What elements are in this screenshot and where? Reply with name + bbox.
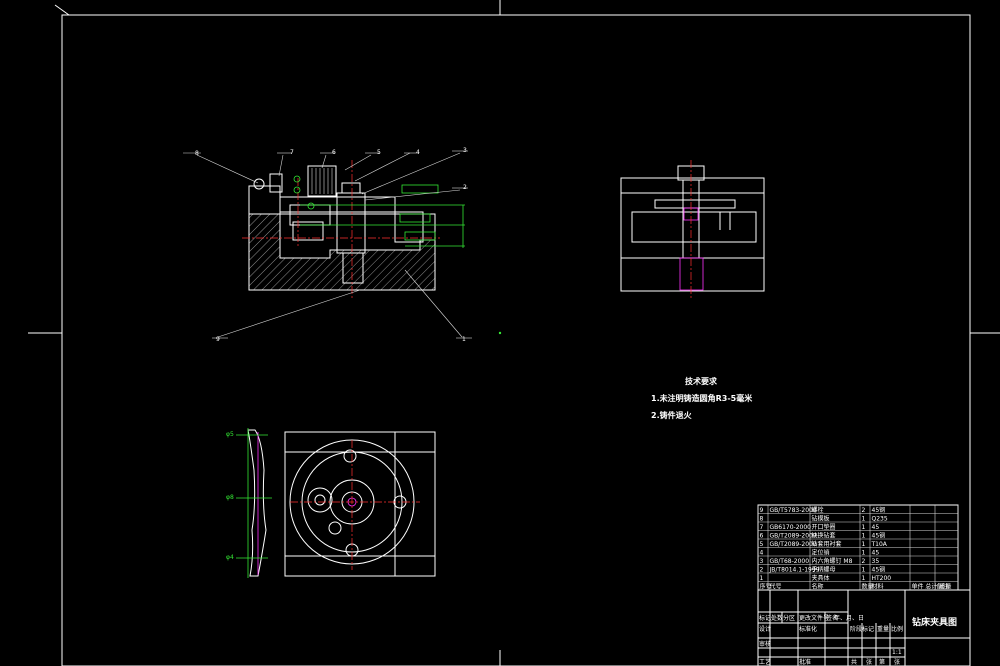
- bom-cell-qty: 1: [862, 533, 866, 540]
- bom-cell-code: GB/T2089-2000: [770, 533, 817, 540]
- title-block: 钻床夹具图 标记 处数 分区 更改文件号 签名 年、月、日 设计 标准化 审核 …: [757, 589, 971, 666]
- tb-label-date: 年、月、日: [834, 614, 864, 622]
- bom-cell-mat: 45钢: [872, 532, 886, 540]
- bom-cell-no: 8: [760, 516, 764, 523]
- bom-cell-qty: 1: [862, 516, 866, 523]
- bom-cell-no: 6: [760, 533, 764, 540]
- bom-cell-qty: 1: [862, 567, 866, 574]
- bom-cell-name: 钻套用衬套: [812, 540, 842, 548]
- tb-label-count: 处数: [771, 614, 783, 622]
- tb-row-approve: 批准: [799, 658, 811, 666]
- bom-cell-no: 3: [760, 558, 764, 565]
- bom-cell-name: 开口垫圈: [812, 523, 836, 531]
- bom-cell-qty: 1: [862, 575, 866, 582]
- tb-sheet-unit-2: 张: [894, 658, 900, 666]
- tb-row-process: 工艺: [759, 658, 771, 666]
- bom-cell-qty: 2: [862, 507, 866, 514]
- bom-cell-qty: 2: [862, 558, 866, 565]
- balloon-3: 3: [463, 147, 467, 154]
- dim-phi-8: φ8: [226, 494, 234, 501]
- bom-cell-no: 2: [760, 567, 764, 574]
- balloon-5: 5: [377, 149, 381, 156]
- balloon-1: 1: [462, 336, 466, 343]
- sheet-frame: [28, 0, 1000, 666]
- bom-header-name: 名称: [812, 583, 824, 591]
- bom-cell-mat: Q235: [872, 516, 888, 523]
- bom-cell-code: GB/T68-2000: [770, 558, 810, 565]
- tb-row-review: 审核: [759, 640, 771, 648]
- bom-cell-no: 9: [760, 507, 764, 514]
- bom-cell-name: 螺栓: [812, 506, 824, 514]
- tech-notes-heading: 技术要求: [685, 376, 718, 386]
- bom-header-wt: 单件 总计 重量: [912, 583, 952, 591]
- bom-cell-name: 手柄螺母: [812, 566, 836, 574]
- bom-cell-name: 钻模板: [812, 515, 830, 523]
- tech-note-1: 1.未注明铸造圆角R3-5毫米: [651, 393, 753, 403]
- bom-cell-qty: 1: [862, 524, 866, 531]
- bom-cell-code: GB6170-2000: [770, 524, 812, 531]
- tb-sheet-no: 第: [879, 658, 885, 666]
- balloon-6: 6: [332, 149, 336, 156]
- bom-cell-name: 内六角螺钉 M8: [812, 557, 853, 565]
- tb-label-zone: 分区: [783, 614, 795, 622]
- bom-cell-mat: 45钢: [872, 566, 886, 574]
- bom-cell-code: JB/T8014.1-1999: [769, 567, 820, 574]
- balloon-9: 9: [216, 336, 220, 343]
- balloon-7: 7: [290, 149, 294, 156]
- bom-cell-no: 1: [760, 575, 764, 582]
- side-view: [620, 160, 765, 298]
- bom-header-code: 代号: [770, 583, 782, 591]
- bom-cell-mat: T10A: [871, 541, 888, 548]
- tb-stage-mark: 阶段标记: [850, 625, 874, 633]
- tb-sheet-unit-1: 张: [866, 658, 872, 666]
- dim-phi-5: φ5: [226, 431, 234, 438]
- tb-scale-value: 1:1: [892, 649, 902, 656]
- bom-cell-name: 快换钻套: [812, 532, 836, 540]
- balloon-4: 4: [416, 149, 420, 156]
- bom-cell-mat: 35: [872, 558, 880, 565]
- bom-header-rem: 备注: [937, 583, 949, 591]
- tb-sheet-total: 共: [851, 658, 857, 666]
- tb-row-standard: 标准化: [799, 625, 817, 633]
- tech-note-2: 2.铸件退火: [651, 410, 693, 420]
- knurled-knob: [311, 168, 333, 194]
- drawing-title: 钻床夹具图: [912, 616, 957, 628]
- balloon-8: 8: [195, 150, 199, 157]
- bom-cell-no: 7: [760, 524, 764, 531]
- dim-phi-4: φ4: [226, 554, 234, 561]
- balloon-2: 2: [463, 184, 467, 191]
- bom-header-mat: 材料: [872, 583, 884, 591]
- bom-cell-qty: 1: [862, 550, 866, 557]
- top-view: φ5 φ8 φ4: [226, 428, 436, 578]
- tb-label-mark: 标记: [759, 614, 771, 622]
- technical-notes: 技术要求 1.未注明铸造圆角R3-5毫米 2.铸件退火: [651, 376, 753, 420]
- bom-cell-name: 定位销: [812, 549, 830, 557]
- bom-cell-code: GB/T5783-2000: [770, 507, 817, 514]
- bom-cell-no: 5: [760, 541, 764, 548]
- bom-cell-code: GB/T2089-2000: [770, 541, 817, 548]
- tb-label-change: 更改文件号: [799, 614, 829, 622]
- tb-scale-label: 比例: [891, 625, 903, 633]
- bom-cell-no: 4: [760, 550, 764, 557]
- bom-cell-qty: 1: [862, 541, 866, 548]
- bom-cell-name: 夹具体: [812, 574, 830, 582]
- bom-cell-mat: 45钢: [872, 506, 886, 514]
- tb-label-sign: 签名: [826, 614, 838, 622]
- bom-header-no: 序号: [760, 583, 772, 591]
- front-section-view: 8 7 6 5 4 3 2 1 9: [183, 147, 472, 343]
- bom-header-qty: 数量: [862, 583, 874, 591]
- tb-weight: 重量: [877, 625, 889, 633]
- tb-row-design: 设计: [759, 625, 771, 633]
- bom-cell-mat: HT200: [872, 575, 892, 582]
- bom-cell-mat: 45: [872, 550, 880, 557]
- bom-cell-mat: 45: [872, 524, 880, 531]
- center-mark: [498, 331, 502, 335]
